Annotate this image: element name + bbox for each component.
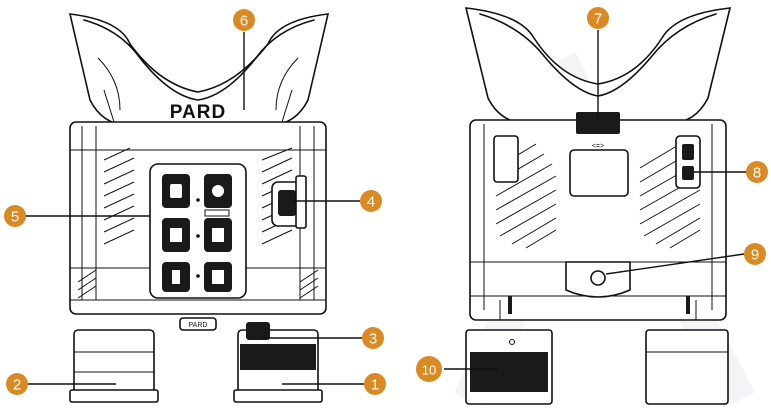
brand-logo: PARD xyxy=(170,102,226,123)
callouts: 1 2 3 4 5 6 7 8 9 10 xyxy=(4,7,768,395)
usb-and-card-ports xyxy=(675,135,701,189)
tripod-mount xyxy=(565,261,631,298)
focus-label: <=> xyxy=(592,143,604,150)
left-view: PARD PARD xyxy=(68,13,330,403)
left-objective-lens xyxy=(69,329,159,403)
svg-text:1: 1 xyxy=(371,377,379,394)
diopter-wheel: <=> xyxy=(576,112,620,150)
eyecup: PARD xyxy=(68,13,330,127)
callout-5: 5 xyxy=(4,205,26,227)
callout-9: 9 xyxy=(744,243,766,265)
right-barrel-back xyxy=(645,329,729,405)
svg-text:PARD: PARD xyxy=(189,322,208,329)
svg-text:6: 6 xyxy=(240,13,248,30)
callout-4: 4 xyxy=(360,190,382,212)
callout-2: 2 xyxy=(6,373,28,395)
infrared-illuminator xyxy=(465,329,553,405)
svg-text:9: 9 xyxy=(751,247,759,264)
photo-icon xyxy=(212,270,224,284)
right-view: <=> xyxy=(464,7,732,405)
focus-wheel xyxy=(246,322,270,340)
callout-7: 7 xyxy=(587,7,609,29)
side-button xyxy=(271,175,307,229)
callout-3: 3 xyxy=(362,327,384,349)
power-icon xyxy=(212,185,224,197)
right-objective-lens xyxy=(233,329,323,403)
record-icon xyxy=(212,228,224,242)
mode-icon xyxy=(172,270,180,284)
svg-text:5: 5 xyxy=(11,209,19,226)
menu-icon xyxy=(170,228,182,242)
svg-text:3: 3 xyxy=(369,331,377,348)
callout-8: 8 xyxy=(746,161,768,183)
control-button-panel xyxy=(149,163,247,299)
main-body-right xyxy=(469,119,727,321)
svg-text:7: 7 xyxy=(594,11,602,28)
svg-text:4: 4 xyxy=(367,194,375,211)
callout-10: 10 xyxy=(416,356,442,382)
svg-text:2: 2 xyxy=(13,377,21,394)
svg-text:10: 10 xyxy=(422,363,436,378)
ir-icon xyxy=(170,184,182,198)
callout-1: 1 xyxy=(364,373,386,395)
svg-text:8: 8 xyxy=(753,165,761,182)
callout-6: 6 xyxy=(233,9,255,31)
